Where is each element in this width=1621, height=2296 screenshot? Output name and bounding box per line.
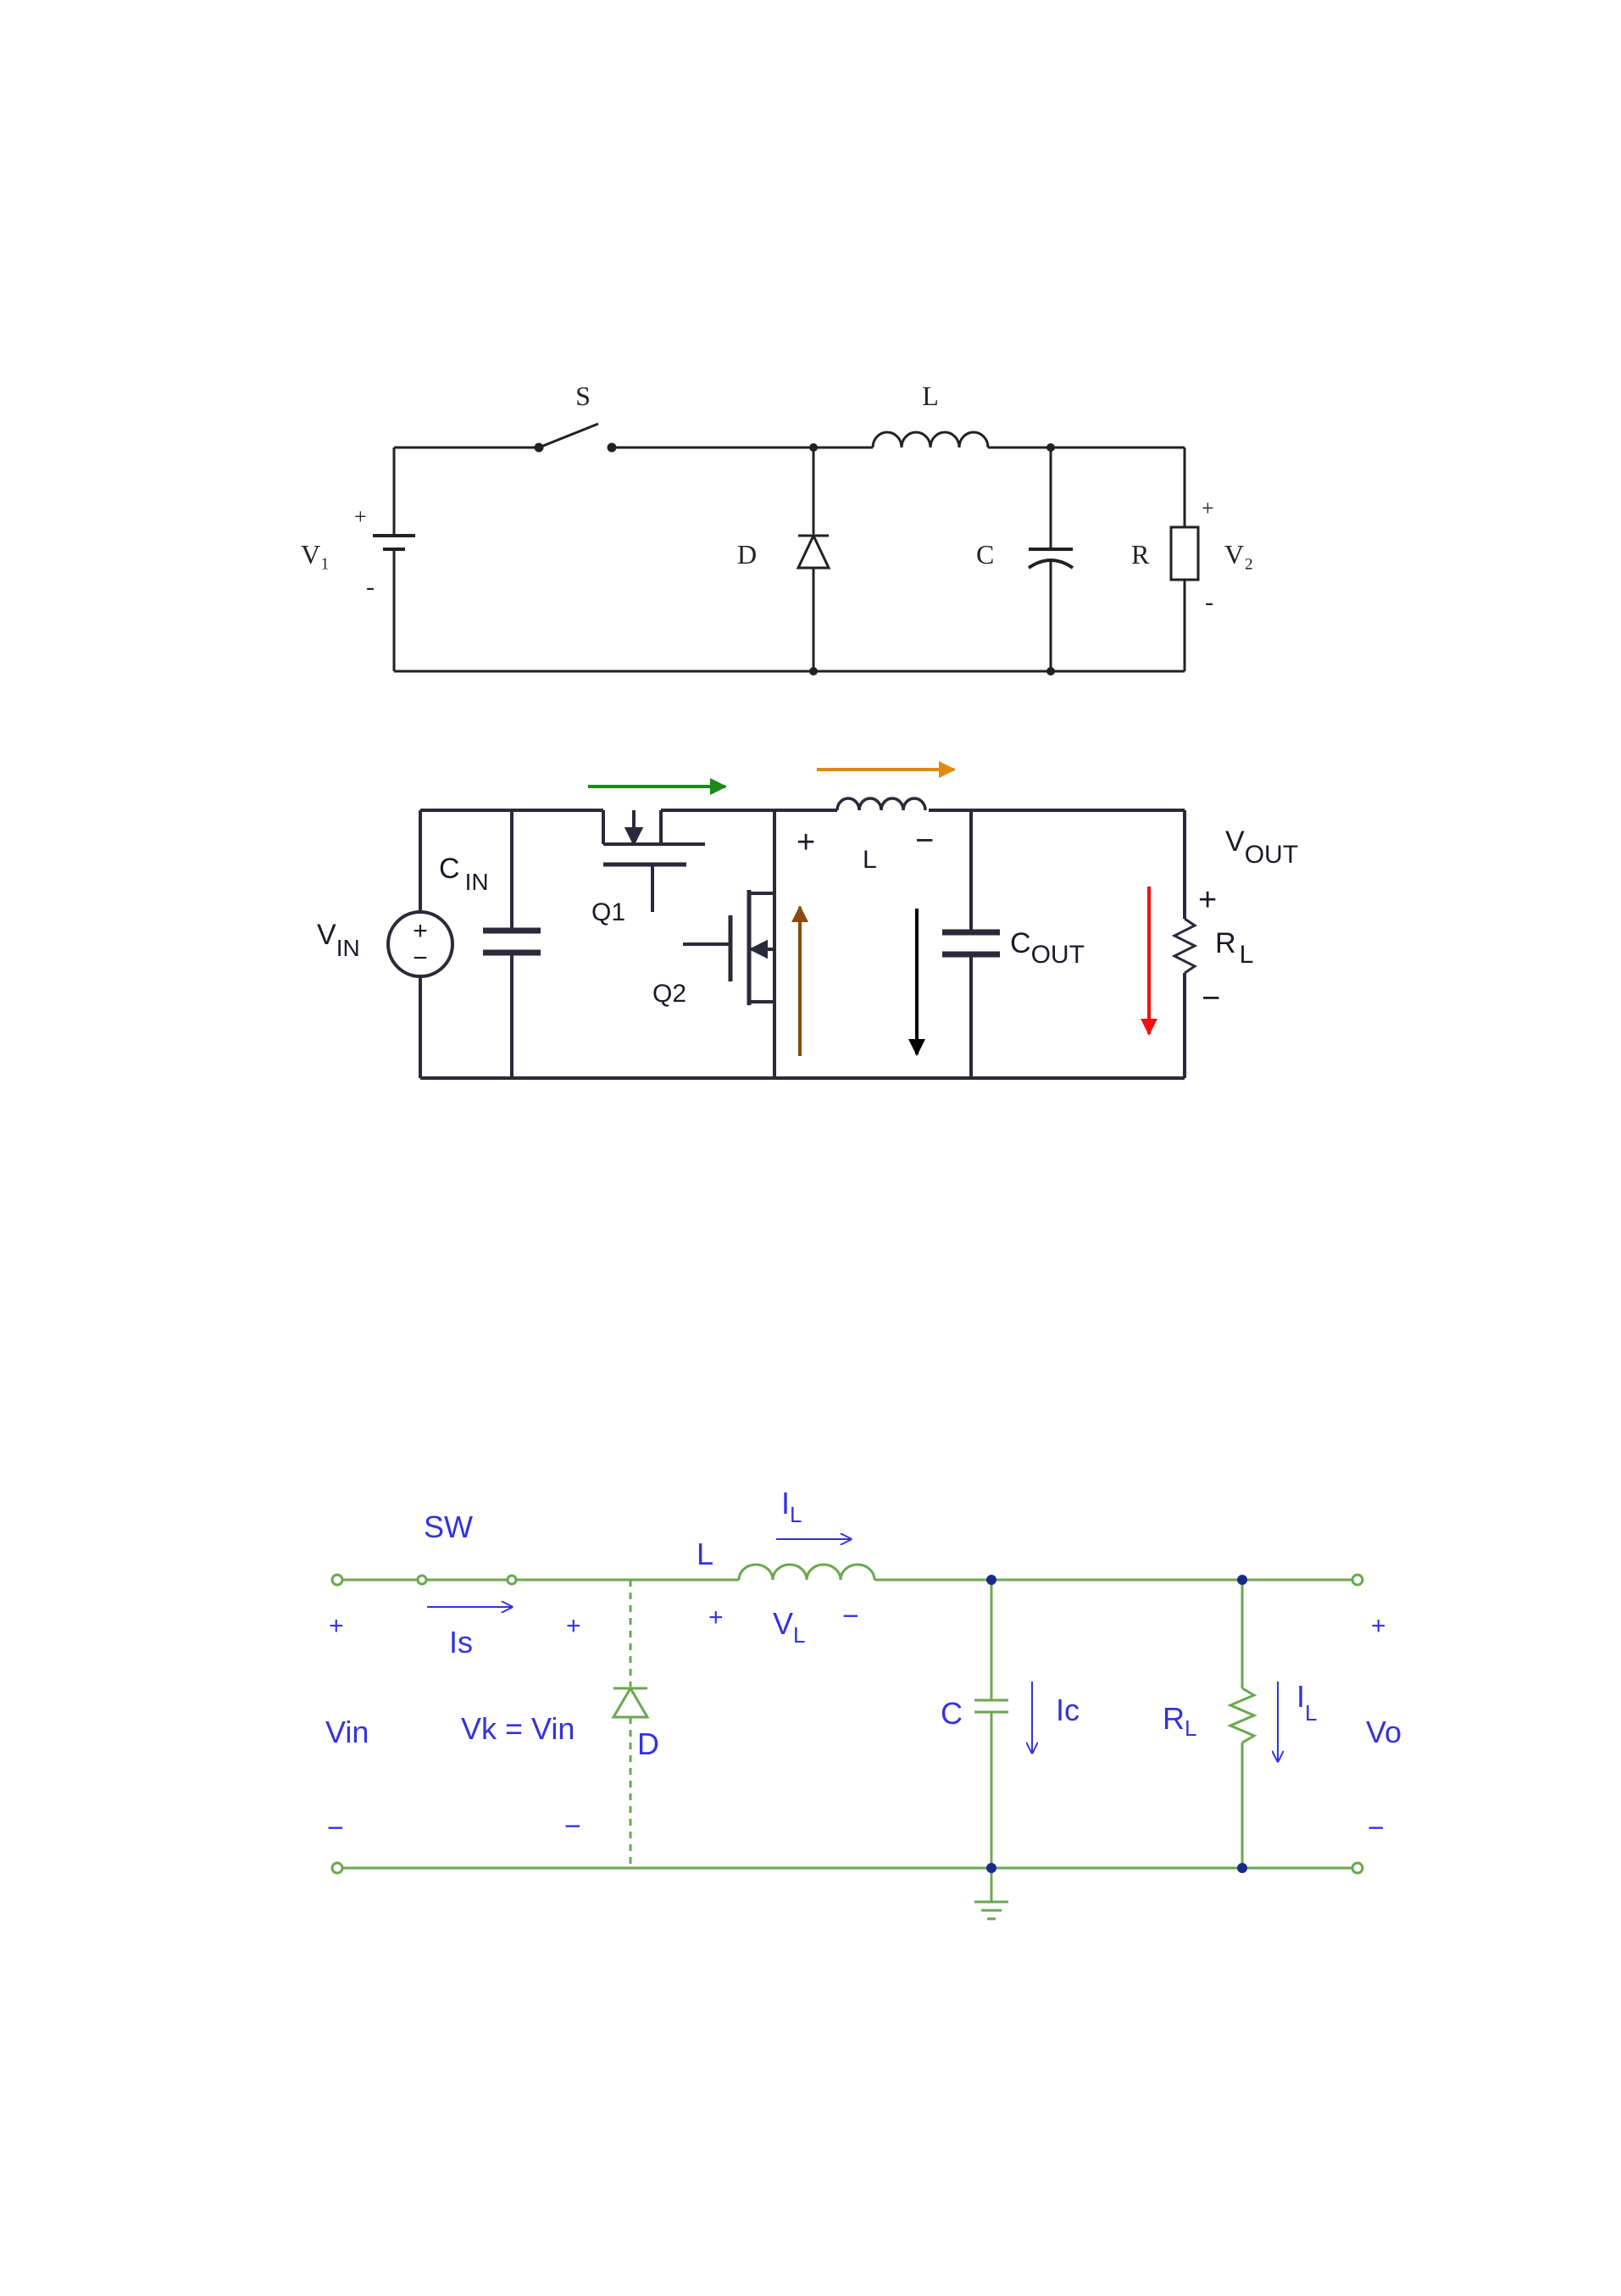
label-vin-minus: − — [327, 1812, 344, 1844]
label-out-plus: + — [1198, 882, 1217, 918]
battery-icon — [373, 536, 415, 559]
label-sw: SW — [424, 1509, 473, 1544]
label-k-minus: − — [564, 1810, 581, 1843]
label-capacitor: C — [941, 1696, 963, 1731]
inductor-icon — [837, 798, 925, 810]
label-out-plus: + — [1202, 496, 1214, 520]
junction-dots — [809, 443, 1055, 675]
switch-icon — [418, 1576, 516, 1584]
label-switch: S — [575, 381, 591, 411]
buck-schematic-synchronous — [388, 798, 1195, 1078]
label-l-plus: + — [797, 825, 815, 860]
label-q1: Q1 — [591, 898, 625, 926]
label-resistor: R — [1131, 539, 1150, 570]
label-vl: VL — [773, 1606, 805, 1648]
capacitor-icon — [942, 932, 1000, 954]
inductor-icon — [739, 1565, 874, 1580]
label-diode: D — [737, 539, 757, 570]
label-k-plus: + — [566, 1612, 581, 1640]
label-l-minus: − — [915, 823, 934, 859]
current-arrows — [588, 770, 1149, 1056]
label-source-plus: + — [413, 917, 428, 945]
label-source-plus: + — [354, 504, 367, 529]
label-source: V₁ — [301, 539, 330, 570]
inductor-icon — [873, 432, 988, 448]
capacitor-icon — [974, 1700, 1008, 1712]
junction-dots — [986, 1575, 1247, 1873]
label-vl-plus: + — [708, 1604, 724, 1632]
label-inductor: L — [922, 381, 939, 411]
label-inductor: L — [863, 846, 877, 874]
label-vout: VOUT — [1225, 826, 1298, 869]
capacitor-icon — [483, 931, 541, 953]
buck-annotated-labels: SW Is + Vin − + Vk = Vin − D L IL + VL −… — [325, 1486, 1402, 1844]
label-out-minus: - — [1205, 588, 1213, 616]
switch-icon — [536, 424, 615, 451]
resistor-icon — [1171, 527, 1198, 580]
label-ic: Ic — [1056, 1693, 1080, 1727]
label-output: V₂ — [1224, 539, 1253, 570]
ground-icon — [974, 1868, 1008, 1919]
label-vk: Vk = Vin — [461, 1711, 575, 1746]
label-inductor: L — [697, 1537, 713, 1571]
label-rl: RL — [1163, 1701, 1196, 1741]
label-cout: COUT — [1010, 927, 1085, 969]
label-is: Is — [449, 1625, 473, 1659]
label-il: IL — [1296, 1679, 1317, 1726]
buck-schematic-basic — [373, 424, 1198, 675]
label-diode: D — [637, 1726, 659, 1761]
label-il-top: IL — [781, 1486, 802, 1527]
mosfet-q1-icon — [603, 810, 705, 912]
label-source-minus: - — [366, 573, 375, 601]
diode-icon — [798, 536, 829, 568]
label-vin: Vin — [325, 1715, 369, 1749]
resistor-icon — [1230, 1688, 1254, 1743]
label-out-minus: − — [1202, 981, 1220, 1016]
label-vl-minus: − — [842, 1600, 859, 1632]
label-vin: VIN — [317, 919, 360, 961]
buck-basic-labels: S L V₁ + - D C R V₂ + - — [301, 381, 1253, 616]
label-capacitor: C — [976, 539, 994, 570]
label-q2: Q2 — [652, 980, 686, 1008]
resistor-icon — [1174, 919, 1195, 973]
label-source-minus: − — [413, 944, 428, 972]
label-vo-plus: + — [1371, 1612, 1386, 1640]
diode-icon — [613, 1688, 647, 1717]
label-vo: Vo — [1366, 1715, 1402, 1749]
label-vin-plus: + — [329, 1612, 344, 1640]
label-vo-minus: − — [1368, 1812, 1385, 1844]
mosfet-q2-icon — [683, 890, 774, 1005]
